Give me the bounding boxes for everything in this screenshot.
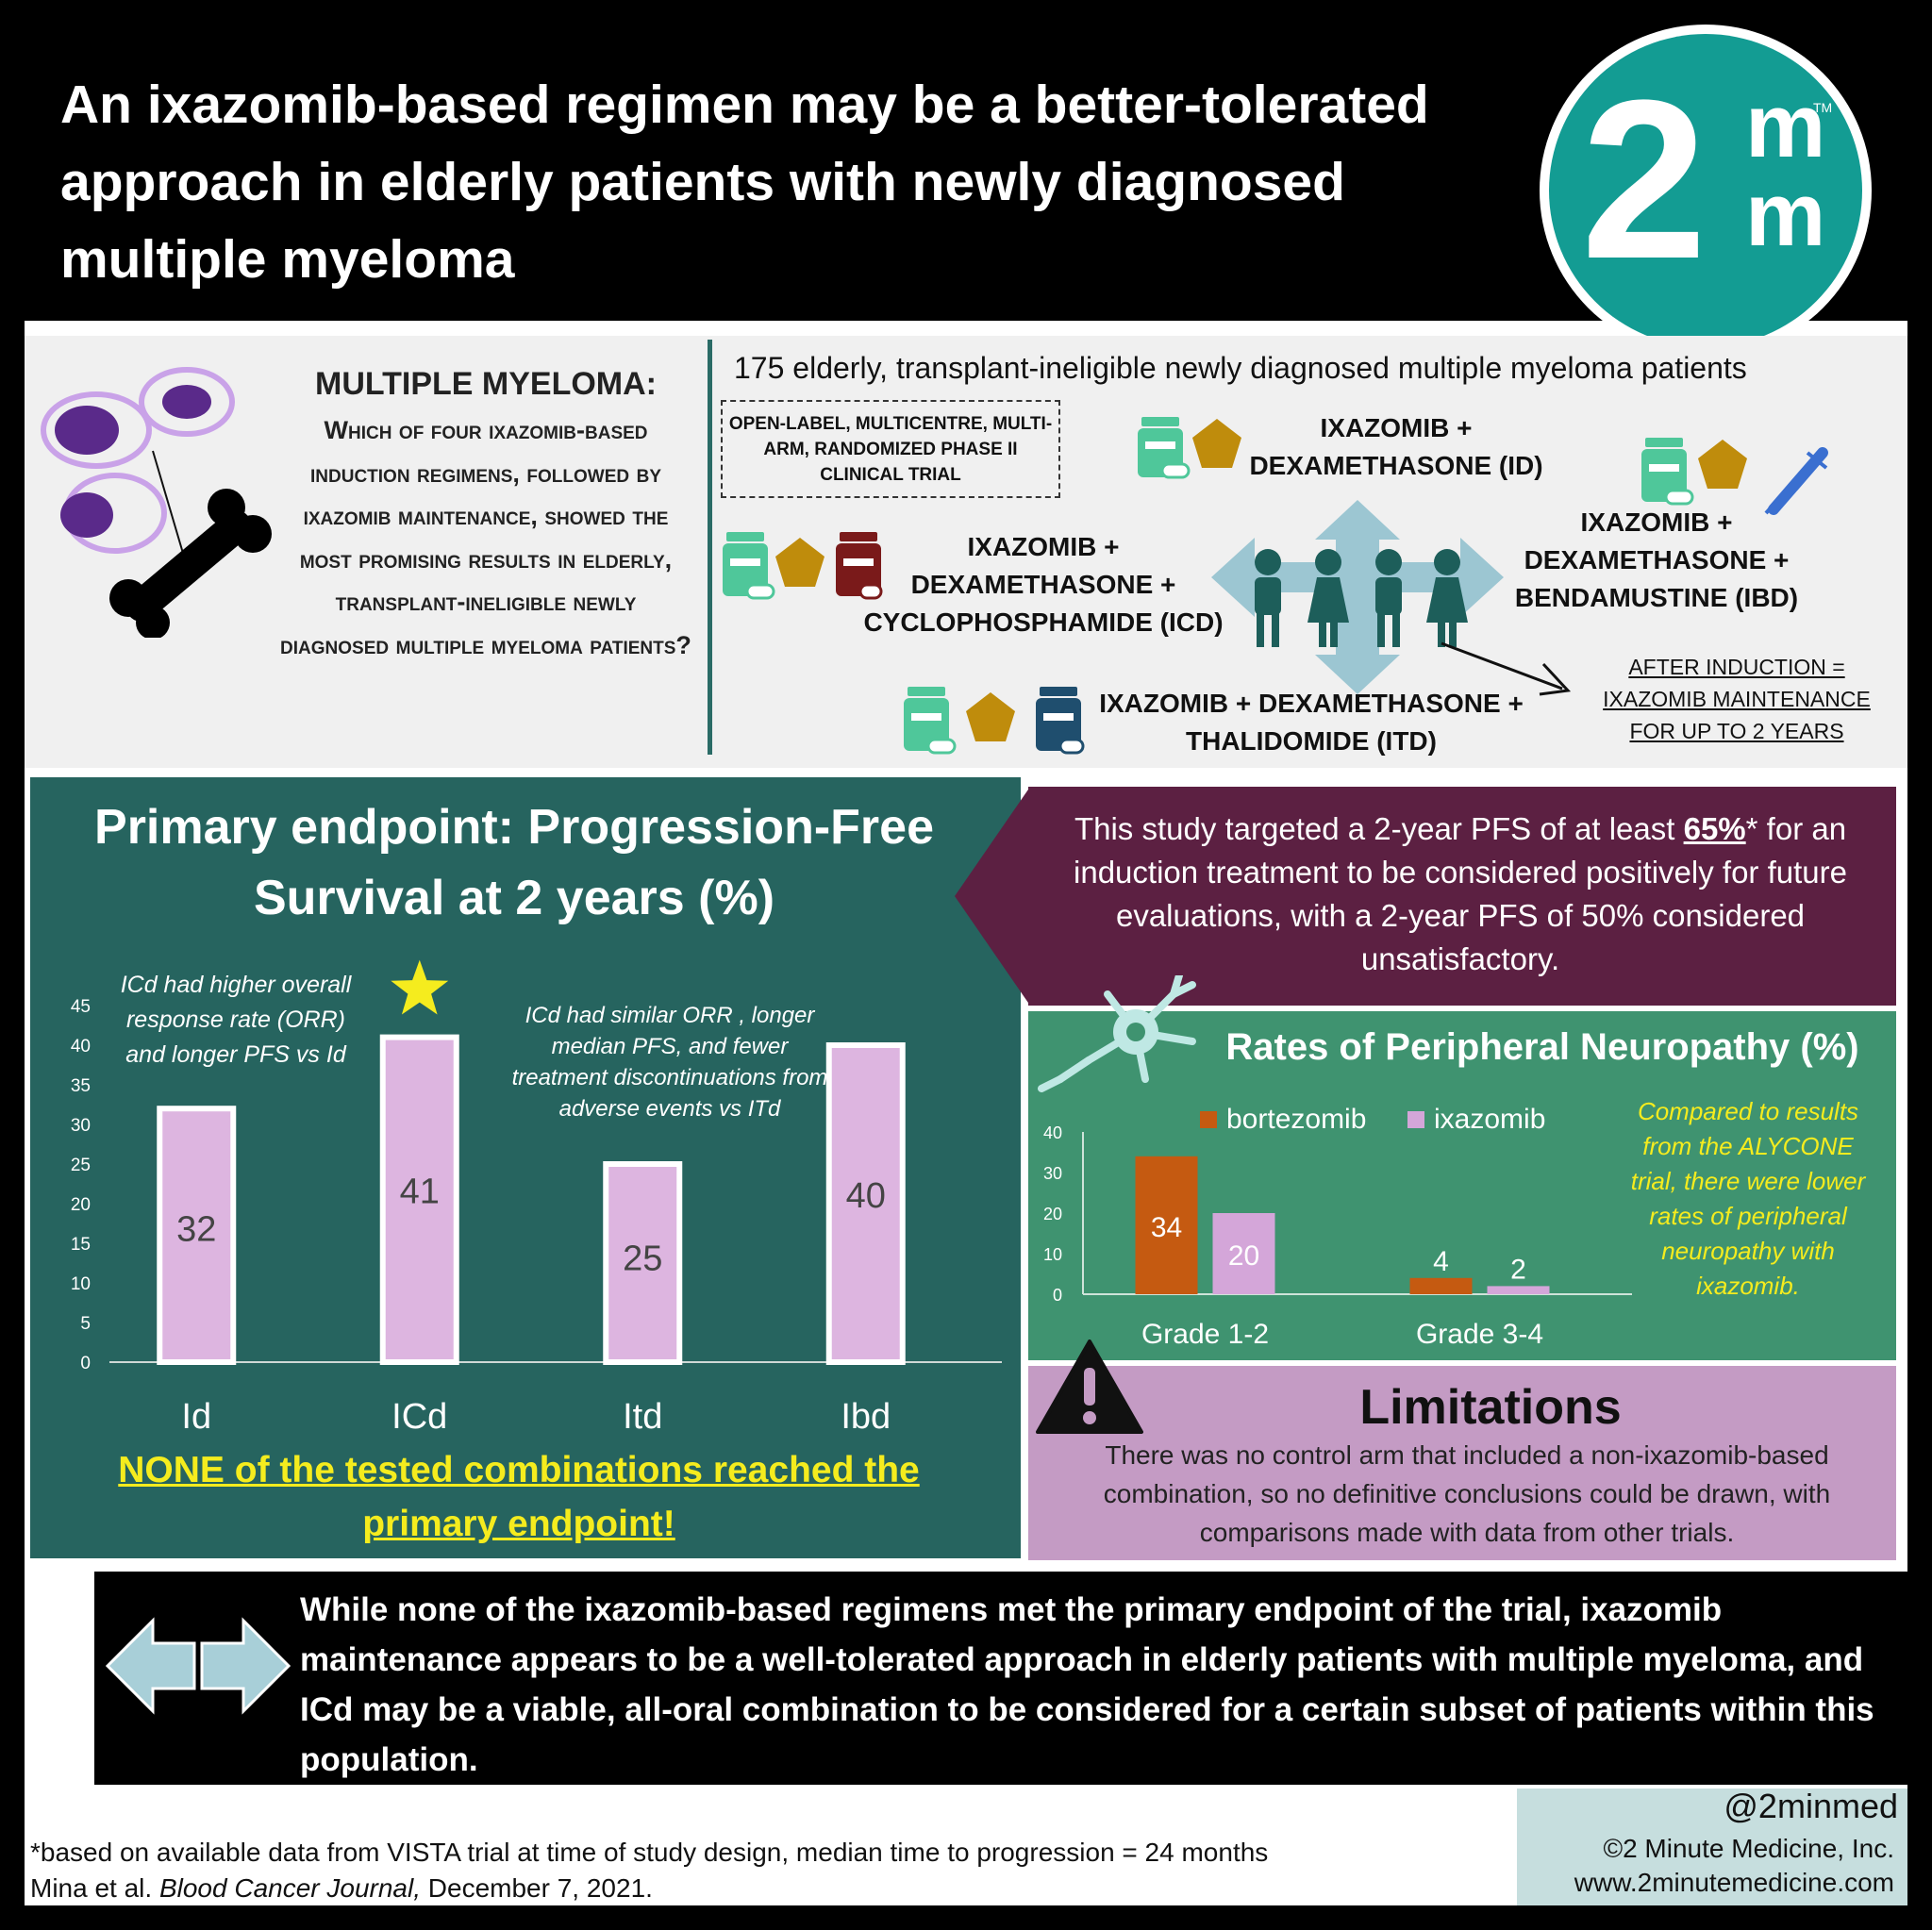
citation-journal: Blood Cancer Journal, [158,1873,421,1903]
limitations-text: There was no control arm that included a… [1103,1440,1831,1547]
bar-ixazomib [1487,1286,1550,1294]
bar-value-label: 25 [623,1240,662,1279]
warning-icon [1036,1339,1143,1434]
citation: Mina et al. Blood Cancer Journal, Decemb… [30,1873,1502,1904]
bar-value-label: 4 [1433,1246,1449,1277]
x-tick-label: ICd [391,1397,447,1437]
y-tick-label: 0 [80,1354,91,1373]
bar [379,1034,459,1365]
x-tick-label: Id [181,1397,211,1437]
legend-label: ixazomib [1434,1104,1545,1135]
citation-authors: Mina et al. [30,1873,159,1903]
target-text-part: * for an induction treatment to be consi… [1074,811,1847,976]
annotation-left: ICd had higher overall response rate (OR… [120,972,352,1068]
arm-ibd-label: IXAZOMIB + DEXAMETHASONE + BENDAMUSTINE … [1514,507,1799,612]
neuropathy-note: Compared to results from the ALYCONE tri… [1630,1097,1866,1300]
logo-letter-bottom: m [1745,164,1826,265]
x-tick-label: Ibd [841,1397,891,1437]
bar-bortezomib [1409,1277,1473,1294]
drug-cyclophosphamide-icon [723,532,883,600]
annotation-left-text: ICd had higher overall response rate (OR… [120,972,352,1068]
target-text-part: This study targeted a 2-year PFS of at l… [1074,811,1684,846]
limitations-title: Limitations [1359,1380,1622,1435]
pill-bottle-pentagon-icon [1138,417,1241,479]
bar-ixazomib [1212,1213,1275,1294]
randomization-icon [1211,500,1504,694]
y-tick-label: 10 [71,1274,91,1294]
bar [157,1106,237,1365]
y-tick-label: 5 [80,1314,91,1334]
footnote: *based on available data from VISTA tria… [30,1838,1269,1867]
arm-itd-label: IXAZOMIB + DEXAMETHASONE + THALIDOMIDE (… [1099,689,1524,756]
bar-value-label: 41 [400,1172,440,1211]
maintenance-note: AFTER INDUCTION = IXAZOMIB MAINTENANCE F… [1603,655,1871,743]
target-callout [1028,787,1896,1006]
legend-swatch [1200,1111,1217,1128]
website-link[interactable]: www.2minutemedicine.com [1574,1868,1894,1897]
y-tick-label: 10 [1043,1245,1062,1264]
logo-letter-top: m [1745,75,1826,176]
social-handle: @2minmed [1724,1787,1898,1825]
y-tick-label: 35 [71,1076,91,1096]
y-tick-label: 15 [71,1235,91,1255]
arrow-to-maintenance-icon [1441,641,1572,696]
x-tick-label: Grade 3-4 [1416,1319,1543,1350]
footer-brand-box [1517,1789,1907,1905]
bar [825,1042,906,1365]
y-tick-label: 0 [1053,1286,1062,1305]
logo-digit: 2 [1581,53,1707,306]
y-tick-label: 25 [71,1156,91,1175]
logo-trademark: TM [1813,100,1833,115]
y-tick-label: 20 [1043,1205,1062,1223]
page-title: An ixazomib-based regimen may be a bette… [60,75,1429,290]
myeloma-cells-bone-icon [41,367,272,638]
question-title: MULTIPLE MYELOMA: [315,366,657,402]
bar [603,1161,683,1365]
bar-value-label: 2 [1510,1254,1526,1285]
trial-design-box: OPEN-LABEL, MULTICENTRE, MULTI-ARM, RAND… [721,400,1060,498]
target-callout-arrow [955,787,1030,1006]
conclusion-text: While none of the ixazomib-based regimen… [300,1591,1874,1778]
y-tick-label: 45 [71,997,91,1017]
arm-icd-label: IXAZOMIB + DEXAMETHASONE + CYCLOPHOSPHAM… [863,532,1224,637]
y-tick-label: 40 [71,1037,91,1057]
bar-bortezomib [1135,1156,1198,1294]
primary-endpoint-title: Primary endpoint: Progression-Free Survi… [94,800,934,925]
neuron-icon [1038,975,1196,1092]
copyright: ©2 Minute Medicine, Inc. [1603,1834,1894,1863]
target-emphasis: 65% [1683,811,1746,846]
drug-thalidomide-icon [904,687,1085,755]
bar-value-label: 32 [176,1210,216,1250]
x-tick-label: Grade 1-2 [1141,1319,1269,1350]
highlight-star-icon [391,959,449,1015]
legend-swatch [1407,1111,1424,1128]
y-tick-label: 30 [1043,1164,1062,1183]
double-arrow-icon [105,1617,291,1715]
logo [1549,34,1862,347]
patient-population: 175 elderly, transplant-ineligible newly… [734,351,1747,385]
arm-id-label: IXAZOMIB + DEXAMETHASONE (ID) [1249,413,1543,480]
annotation-right-text: ICd had similar ORR , longer median PFS,… [511,1003,828,1122]
y-tick-label: 20 [71,1195,91,1215]
y-tick-label: 40 [1043,1123,1062,1142]
question-text: Which of four ixazomib-based induction r… [280,416,691,659]
limitations-panel [1028,1366,1896,1560]
target-text: This study targeted a 2-year PFS of at l… [1045,807,1875,981]
bar-value-label: 20 [1228,1240,1259,1272]
neuropathy-title: Rates of Peripheral Neuropathy (%) [1225,1026,1859,1068]
bar-value-label: 40 [846,1176,886,1216]
study-design-panel [25,336,1907,768]
conclusion-panel [94,1572,1907,1785]
primary-endpoint-conclusion: NONE of the tested combinations reached … [118,1450,920,1544]
y-tick-label: 30 [71,1116,91,1136]
legend-label: bortezomib [1226,1104,1366,1135]
panel-divider [708,340,712,755]
bar-value-label: 34 [1151,1212,1182,1243]
x-tick-label: Itd [623,1397,662,1437]
drug-and-syringe-icon [1641,438,1828,515]
citation-date: December 7, 2021. [421,1873,653,1903]
annotation-right: ICd had similar ORR , longer median PFS,… [511,1003,828,1122]
